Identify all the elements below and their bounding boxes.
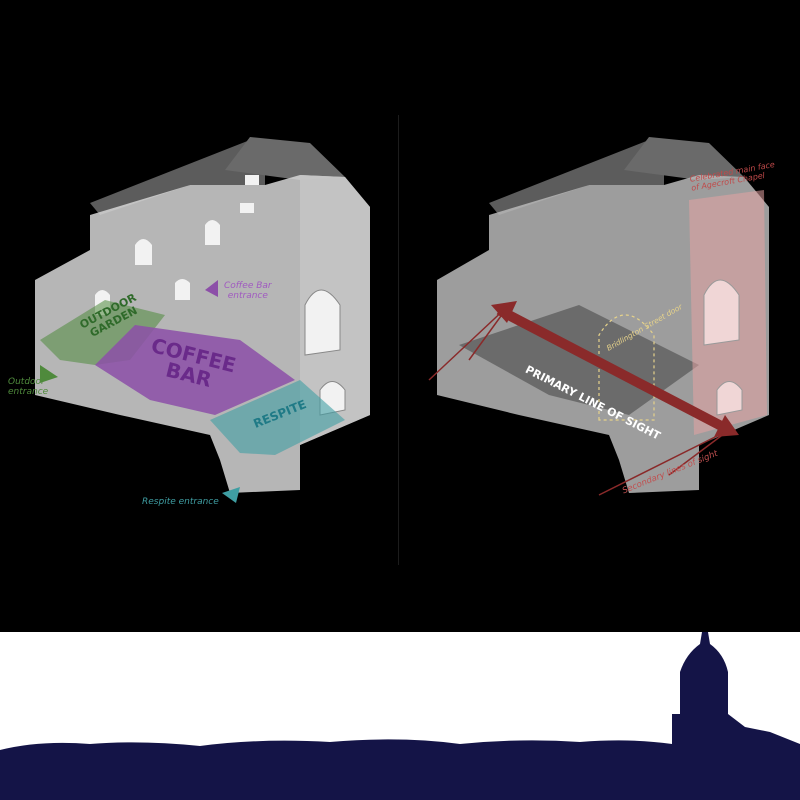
right-diagram-panel: PRIMARY LINE OF SIGHT Secondary lines of… <box>399 115 800 565</box>
arched-window-center <box>175 279 190 300</box>
tower-roof <box>225 137 345 180</box>
secondary-line-bottom <box>598 429 730 496</box>
tower-window <box>240 203 254 213</box>
coffee-bar-entrance-arrow <box>205 280 218 297</box>
primary-line-of-sight <box>496 305 732 435</box>
respite-entrance-label: Respite entrance <box>142 497 219 507</box>
hills-silhouette <box>0 739 672 800</box>
left-building-drawing <box>35 137 370 503</box>
bridlington-door-outline <box>598 314 655 421</box>
arched-window-lower <box>716 381 743 416</box>
respite-zone <box>210 380 345 455</box>
coffee-bar-entrance-label: Coffee Bar entrance <box>224 281 272 301</box>
roof <box>489 140 664 215</box>
skyline-silhouette <box>0 632 800 800</box>
primary-arrow-head-right <box>714 415 739 437</box>
tower-window <box>245 175 259 185</box>
arched-window-main <box>703 279 740 346</box>
arched-window-mid <box>135 239 152 265</box>
arched-window-upper <box>205 220 220 245</box>
coffee-bar-zone <box>95 325 295 415</box>
outdoor-entrance-label: Outdoor entrance <box>8 377 49 397</box>
respite-entrance-arrow <box>222 487 240 503</box>
roof <box>90 140 265 215</box>
outdoor-entrance-arrow <box>40 365 58 383</box>
right-building-drawing <box>428 137 769 496</box>
arched-window-main <box>304 289 341 356</box>
chapel-tower-silhouette <box>672 632 800 800</box>
skyline-band <box>0 632 800 800</box>
secondary-line-left <box>428 304 510 381</box>
left-diagram-panel: OUTDOOR GARDEN COFFEE BAR RESPITE Coffee… <box>0 115 399 565</box>
tower-roof <box>624 137 744 180</box>
